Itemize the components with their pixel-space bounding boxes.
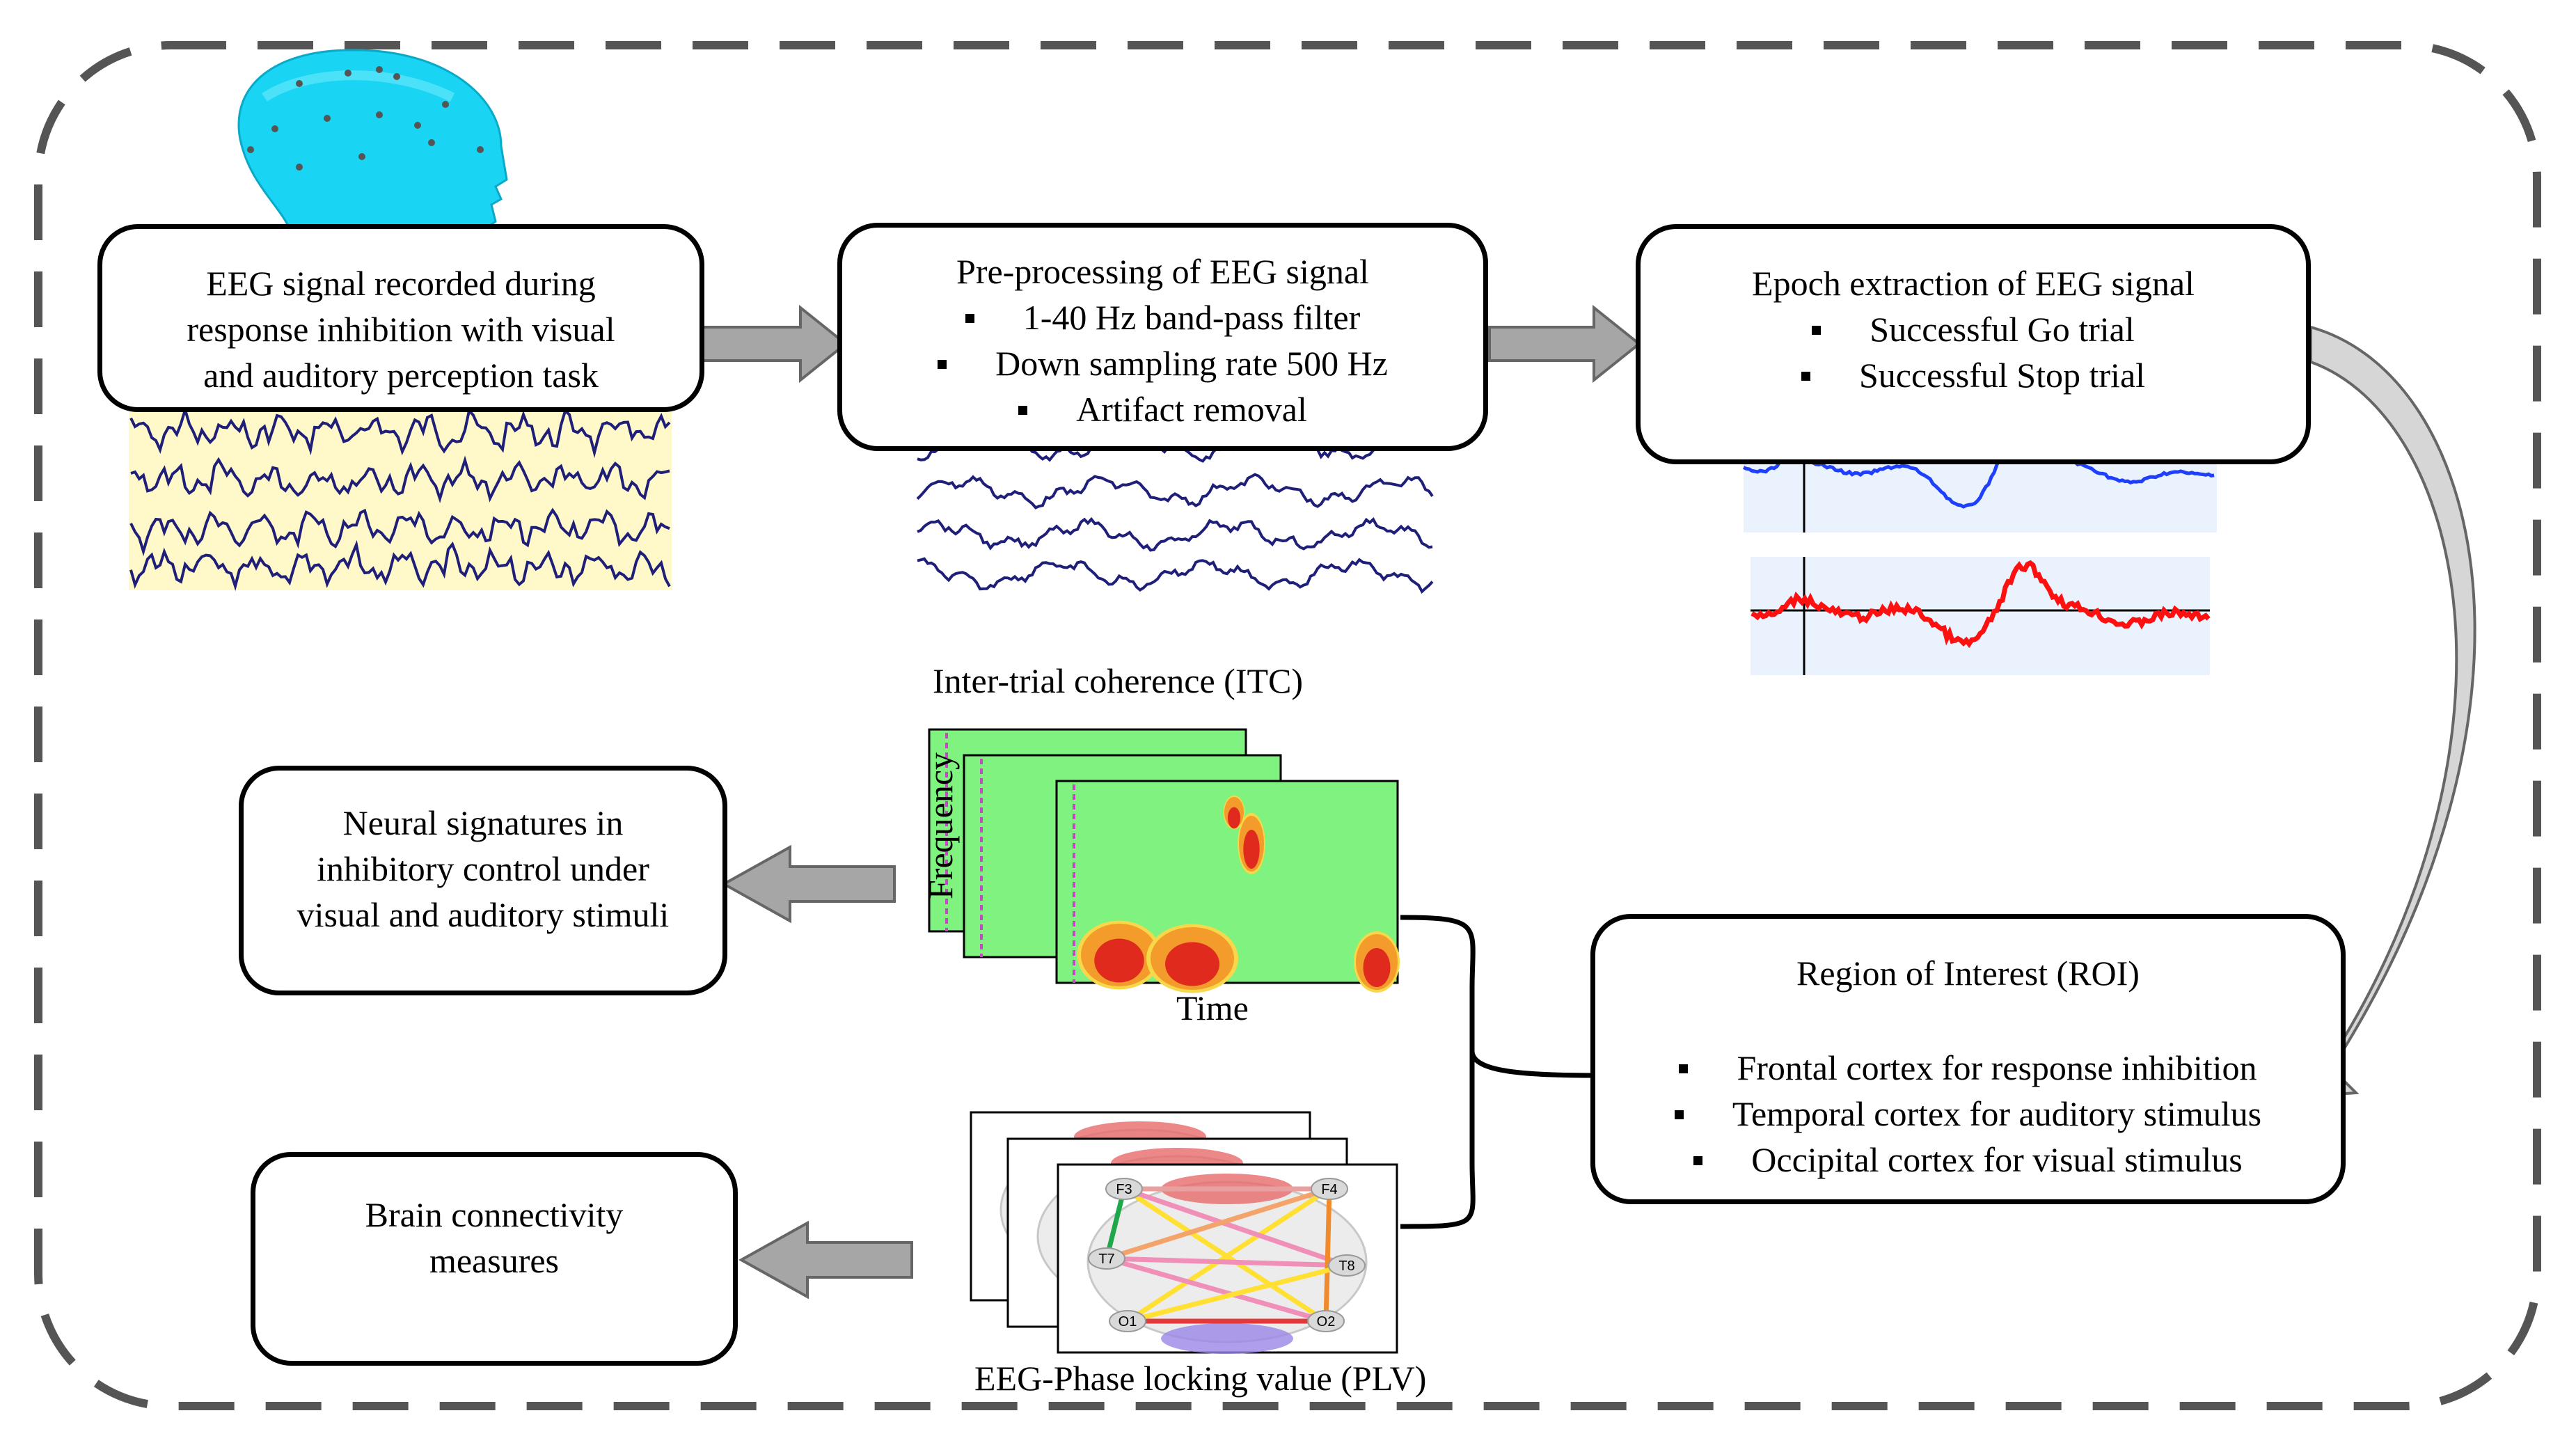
- box1-line-3: and auditory perception task: [203, 356, 599, 395]
- stop-trial-trace: [1751, 560, 2211, 648]
- electrode-label: O1: [1119, 1314, 1137, 1330]
- clean-eeg-line: [916, 473, 1434, 510]
- box6-line-1: Brain connectivity: [365, 1195, 624, 1234]
- stop-epoch-plot: [1751, 557, 2210, 675]
- electrode-label: F3: [1116, 1182, 1132, 1197]
- raw-eeg-line: [129, 404, 671, 459]
- preprocessing-item-2: Down sampling rate 500 Hz: [842, 340, 1483, 386]
- arrow-plv-to-connectivity: [738, 1220, 913, 1300]
- brain-connectivity-box: Brain connectivity measures: [251, 1152, 738, 1366]
- outer-dashed-frame: [34, 41, 2541, 1410]
- bracket-connector: [1400, 915, 1598, 1229]
- preprocessed-eeg-traces: [916, 427, 1434, 594]
- box1-line-1: EEG signal recorded during: [206, 264, 596, 303]
- roi-item-temporal: Temporal cortex for auditory stimulus: [1595, 1091, 2341, 1137]
- box1-line-2: response inhibition with visual: [187, 310, 615, 349]
- raw-eeg-traces: [129, 404, 671, 592]
- plv-title: EEG-Phase locking value (PLV): [974, 1359, 1427, 1398]
- arrow-box1-to-box2: [698, 304, 848, 384]
- roi-item-occipital: Occipital cortex for visual stimulus: [1595, 1137, 2341, 1183]
- preprocessing-list: 1-40 Hz band-pass filter Down sampling r…: [842, 294, 1483, 432]
- clean-eeg-line: [917, 557, 1434, 594]
- eeg-recording-box: EEG signal recorded during response inhi…: [97, 224, 704, 412]
- electrode-label: T7: [1098, 1252, 1114, 1267]
- raw-eeg-background: [129, 402, 672, 590]
- epoch-item-go: Successful Go trial: [1641, 306, 2306, 352]
- neural-signatures-box: Neural signatures in inhibitory control …: [239, 766, 727, 995]
- epoch-item-stop: Successful Stop trial: [1641, 352, 2306, 398]
- electrode-label: O2: [1317, 1314, 1336, 1330]
- preprocessing-item-3: Artifact removal: [842, 386, 1483, 432]
- preprocessing-box: Pre-processing of EEG signal 1-40 Hz ban…: [837, 223, 1488, 451]
- arrow-itc-to-neural-signatures: [720, 844, 896, 924]
- raw-eeg-line: [129, 507, 670, 557]
- preprocessing-item-1: 1-40 Hz band-pass filter: [842, 294, 1483, 340]
- epoch-list: Successful Go trial Successful Stop tria…: [1641, 306, 2306, 398]
- box5-line-2: inhibitory control under: [317, 849, 649, 888]
- box5-line-1: Neural signatures in: [342, 803, 624, 842]
- roi-item-frontal: Frontal cortex for response inhibition: [1595, 1045, 2341, 1091]
- itc-ylabel: Frequency: [921, 752, 960, 899]
- raw-eeg-line: [129, 539, 671, 592]
- epoch-title: Epoch extraction of EEG signal: [1752, 264, 2195, 303]
- itc-spectrogram-stack: [928, 728, 1400, 993]
- epoch-extraction-box: Epoch extraction of EEG signal Successfu…: [1636, 224, 2311, 464]
- roi-list: Frontal cortex for response inhibition T…: [1595, 1045, 2341, 1183]
- roi-title: Region of Interest (ROI): [1796, 954, 2140, 993]
- electrode-label: T8: [1338, 1259, 1354, 1274]
- preprocessing-title: Pre-processing of EEG signal: [956, 252, 1369, 291]
- itc-title: Inter-trial coherence (ITC): [933, 661, 1304, 700]
- box6-line-2: measures: [429, 1241, 560, 1280]
- electrode-label: F4: [1321, 1182, 1337, 1197]
- itc-xlabel: Time: [1176, 988, 1249, 1027]
- head-model-image: [237, 49, 508, 238]
- roi-box: Region of Interest (ROI) Frontal cortex …: [1590, 914, 2346, 1204]
- clean-eeg-line: [917, 516, 1433, 552]
- arrow-box2-to-box3: [1488, 304, 1642, 384]
- raw-eeg-line: [130, 455, 670, 503]
- box5-line-3: visual and auditory stimuli: [297, 895, 670, 934]
